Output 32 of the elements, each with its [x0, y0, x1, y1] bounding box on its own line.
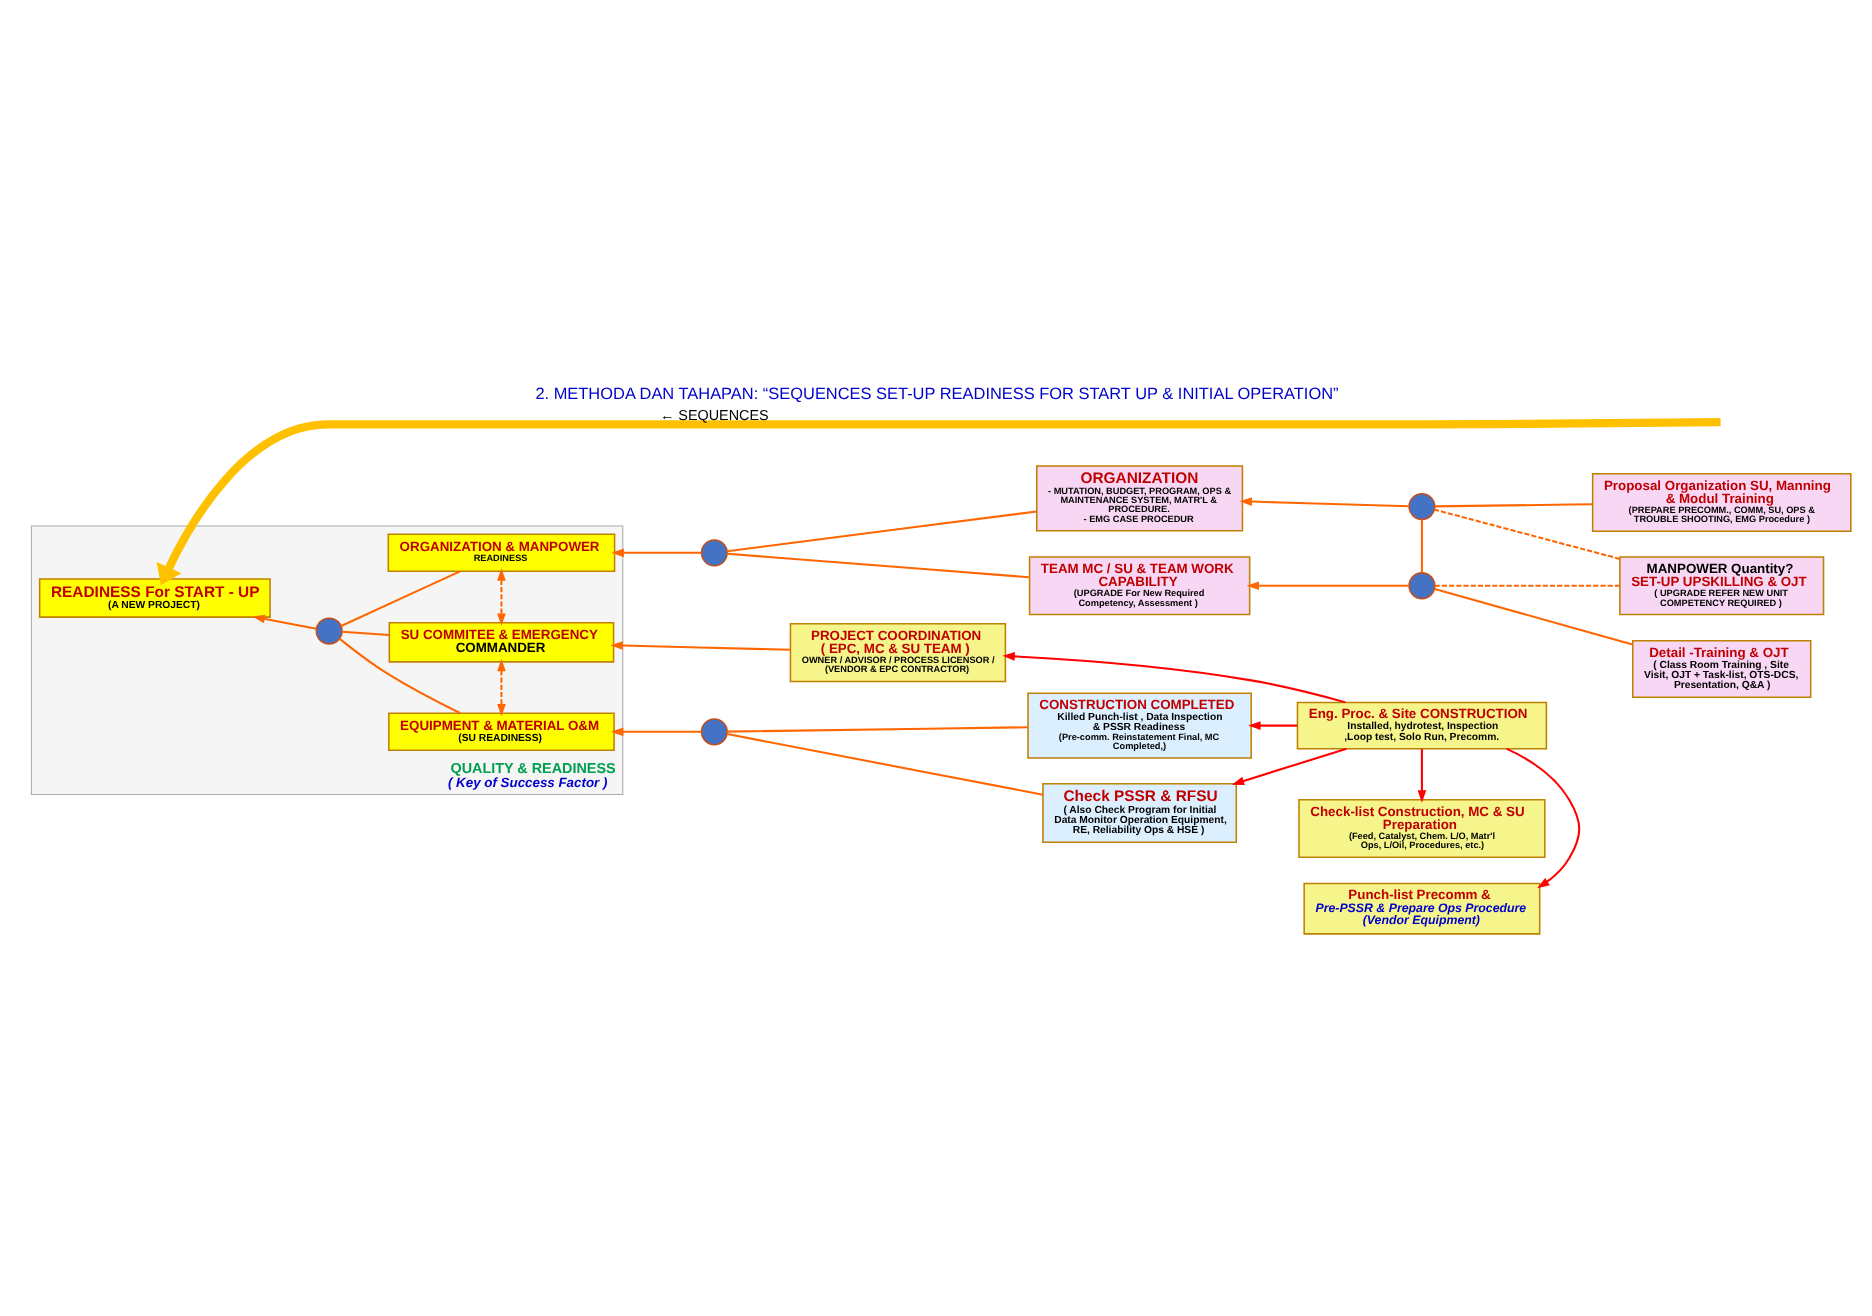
arrow: [610, 548, 701, 558]
arrow: [1505, 748, 1580, 889]
connector: [726, 726, 1027, 733]
node-circle: [699, 539, 727, 567]
arrow: [1230, 747, 1346, 786]
connector: [338, 638, 460, 715]
node-circle: [1407, 492, 1435, 521]
connector: [340, 630, 389, 636]
connector: [1433, 508, 1620, 560]
connector: [339, 570, 460, 627]
connector: [1434, 584, 1619, 587]
arrow: [496, 658, 505, 717]
diagram-title: 2. METHODA DAN TAHAPAN: “SEQUENCES SET-UP READINESS FOR START UP & INITIAL OPERATION”: [534, 385, 1338, 404]
node-circle: [1407, 572, 1435, 600]
arrow: [1416, 749, 1426, 803]
connector: [1434, 503, 1592, 508]
connector: [1419, 519, 1422, 573]
arrow: [251, 614, 316, 630]
arrow: [1247, 721, 1297, 730]
connector: [726, 733, 1042, 796]
arrow: [609, 727, 701, 737]
arrow: [1001, 652, 1345, 704]
node-circle: [314, 617, 342, 645]
connector: [726, 552, 1029, 579]
arrow: [1245, 581, 1408, 591]
arrow: [496, 568, 505, 626]
arrow: [609, 641, 790, 651]
arrow: [1238, 497, 1408, 508]
connector: [726, 510, 1036, 553]
node-circle: [699, 718, 727, 746]
connector: [1433, 588, 1632, 646]
arrow: [155, 418, 1720, 586]
